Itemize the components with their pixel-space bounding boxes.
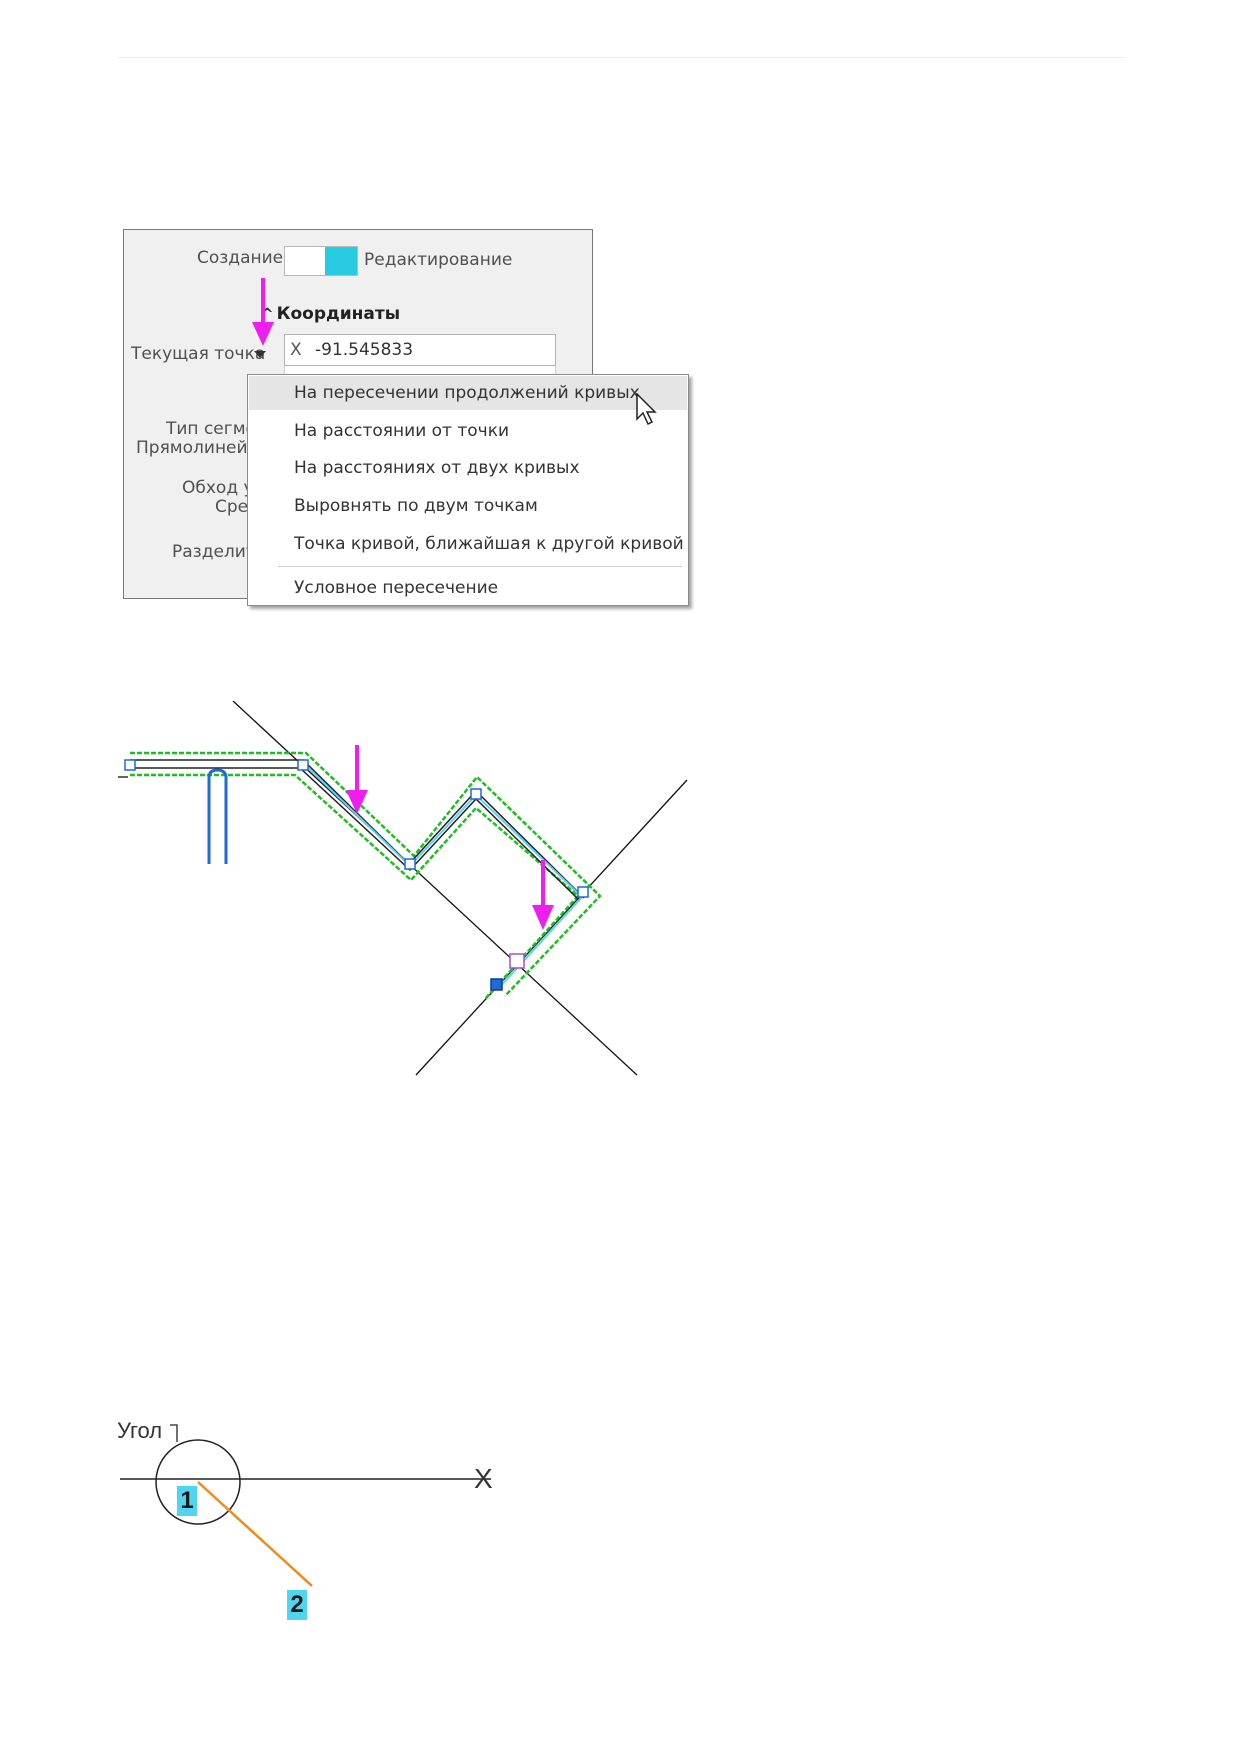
coordinates-section-header[interactable]: ^Координаты: [261, 304, 400, 324]
bypass-value: Сре: [215, 497, 249, 517]
menu-item-nearest-curve-point[interactable]: Точка кривой, ближайшая к другой кривой: [294, 534, 684, 554]
point-badge-1: 1: [177, 1486, 197, 1516]
node-square: [404, 858, 416, 870]
x-coordinate-field[interactable]: X -91.545833: [284, 334, 556, 366]
x-axis-label: X: [474, 1463, 493, 1494]
green-contour-inner: [130, 773, 580, 1000]
node-square: [124, 759, 136, 771]
mode-toggle-switch[interactable]: [284, 246, 358, 276]
node-square: [297, 759, 309, 771]
coordinates-section-title: Координаты: [276, 304, 401, 324]
construction-line-1: [232, 700, 638, 1076]
segment-type-value: Прямолиней: [136, 438, 248, 458]
x-axis-label: X: [290, 340, 302, 360]
mode-create-label: Создание: [197, 248, 284, 268]
mouse-pointer-icon: [636, 393, 657, 426]
construction-dropdown-menu: На пересечении продолжений кривых На рас…: [247, 374, 689, 606]
node-square-filled: [490, 978, 503, 991]
node-square: [470, 788, 482, 800]
page-top-rule: [118, 57, 1125, 58]
black-segment-b: [130, 767, 580, 901]
construction-line-2: [415, 779, 688, 1076]
blue-pipe: [207, 768, 228, 864]
menu-item-align-two-points[interactable]: Выровнять по двум точкам: [294, 496, 538, 516]
menu-item-conditional-intersection[interactable]: Условное пересечение: [294, 578, 499, 598]
magenta-down-arrow-icon: [252, 278, 274, 346]
x-coordinate-value[interactable]: -91.545833: [315, 340, 414, 360]
bypass-label: Обход у: [182, 478, 254, 498]
mode-toggle-create-half[interactable]: [285, 247, 325, 275]
node-square: [577, 886, 589, 898]
menu-item-distance-from-point[interactable]: На расстоянии от точки: [294, 421, 510, 441]
black-segment-a: [130, 759, 585, 899]
mode-edit-label: Редактирование: [364, 250, 513, 270]
angle-label: Угол: [117, 1418, 163, 1443]
angle-circle: [155, 1439, 241, 1525]
green-contour-outer: [130, 751, 602, 997]
dropdown-arrow-icon[interactable]: [254, 351, 266, 358]
current-point-label: Текущая точка: [131, 344, 266, 364]
menu-separator: [278, 566, 682, 567]
point-badge-2: 2: [287, 1590, 307, 1620]
orange-segment: [197, 1481, 313, 1587]
mode-toggle-edit-half[interactable]: [325, 247, 357, 275]
segment-type-label: Тип сегме: [166, 419, 256, 439]
divider-label: Разделит: [172, 542, 256, 562]
angle-leader: [170, 1424, 178, 1442]
magenta-down-arrow-icon: [532, 860, 554, 930]
node-square-selected: [509, 953, 525, 969]
magenta-down-arrow-icon: [346, 745, 368, 814]
menu-item-curve-extensions-intersection[interactable]: На пересечении продолжений кривых: [249, 376, 687, 410]
cyan-centerline: [302, 762, 584, 991]
menu-item-distances-from-two-curves[interactable]: На расстояниях от двух кривых: [294, 458, 580, 478]
